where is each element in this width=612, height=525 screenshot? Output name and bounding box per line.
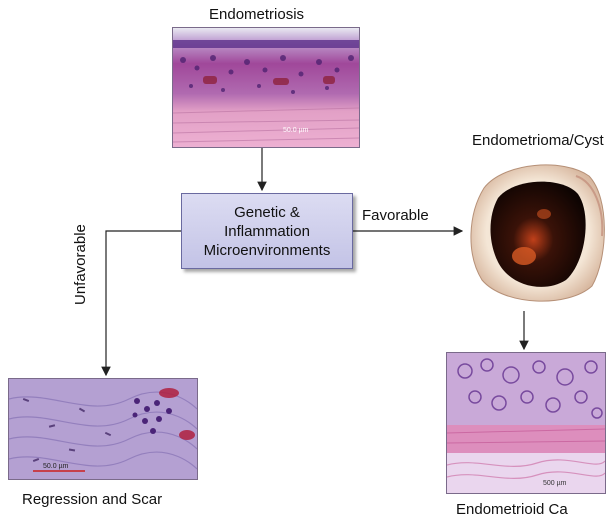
arrow-box-to-regression <box>101 230 181 377</box>
endometrioid-ca-scale-text: 500 µm <box>543 480 567 487</box>
endometriosis-histology-image: 50.0 µm <box>172 27 360 148</box>
regression-label: Regression and Scar <box>22 491 163 508</box>
regression-scale-text: 50.0 µm <box>43 463 69 470</box>
unfavorable-label: Unfavorable <box>72 224 89 305</box>
endometrioma-label: Endometrioma/Cyst <box>472 132 604 149</box>
endometrioid-ca-histology-image: 500 µm <box>446 352 606 494</box>
endometriosis-scale-text: 50.0 µm <box>283 127 309 134</box>
microenvironment-box: Genetic & Inflammation Microenvironments <box>181 193 353 269</box>
center-line-1: Genetic & <box>234 203 300 221</box>
endometriosis-label: Endometriosis <box>209 6 305 23</box>
regression-histology-image: 50.0 µm <box>8 378 198 480</box>
endometrioma-cyst-image <box>464 158 610 308</box>
endometrioid-ca-label: Endometrioid Ca <box>456 501 568 518</box>
center-line-2: Inflammation <box>224 222 310 240</box>
favorable-label: Favorable <box>362 207 429 224</box>
center-line-3: Microenvironments <box>203 241 331 259</box>
